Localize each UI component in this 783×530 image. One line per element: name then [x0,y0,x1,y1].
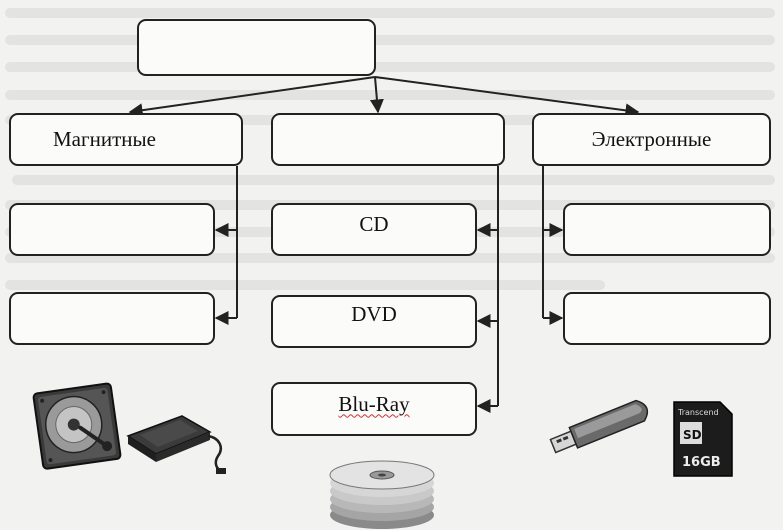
middle-item-1-box: CD [271,203,477,256]
arrow-root-to-right [374,76,640,118]
optical-discs-icon [329,460,435,529]
usb-flash-drive-icon [549,399,649,454]
middle-item-2-box: DVD [271,295,477,348]
middle-item-2-label: DVD [351,302,397,326]
left-header-label: Магнитные [53,127,156,151]
middle-header-box [271,113,505,166]
root-box [137,19,376,76]
left-item-1-box [9,203,215,256]
middle-item-1-label: CD [359,212,389,236]
right-item-2-box [563,292,771,345]
sd-card-icon: Transcend SD 16GB [673,401,733,477]
external-hdd-icon [126,415,226,474]
hard-disk-drive-icon [32,382,122,470]
right-item-1-box [563,203,771,256]
svg-text:SD: SD [683,428,702,442]
sd-card-brand-text: Transcend [677,408,719,417]
middle-item-3-box: Blu-Ray [271,382,477,436]
arrow-root-to-middle [369,76,384,114]
right-header-box: Электронные [532,113,771,166]
left-header-box: Магнитные [9,113,243,166]
arrow-root-to-left [128,76,376,118]
right-header-label: Электронные [591,127,712,151]
left-item-2-box [9,292,215,345]
middle-item-3-label: Blu-Ray [338,391,410,416]
sd-card-capacity-text: 16GB [682,455,721,470]
